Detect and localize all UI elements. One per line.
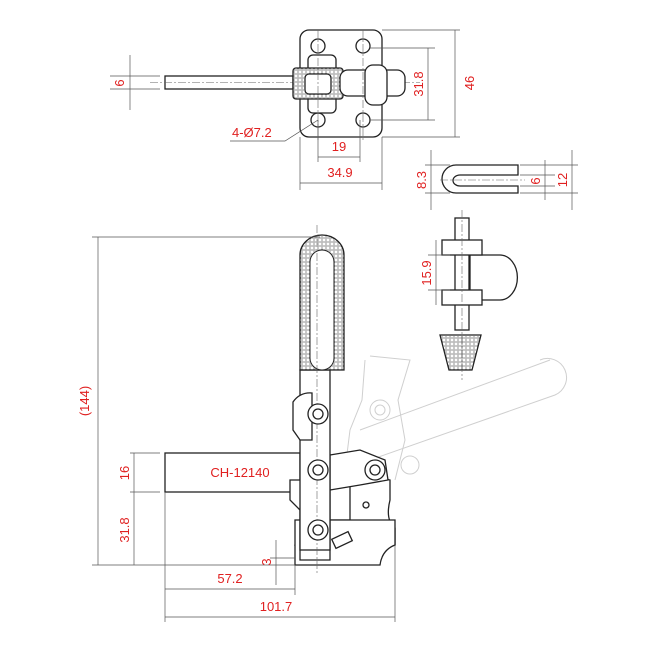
dim-slot-width: 6 — [528, 177, 543, 184]
dim-hole-spacing-v: 31.8 — [411, 71, 426, 96]
end-view: 8.3 6 12 — [414, 150, 578, 210]
dim-overall-length: 101.7 — [260, 599, 293, 614]
open-position-ghost — [344, 355, 568, 481]
spindle-view: 15.9 — [419, 210, 519, 380]
pivot-pin — [307, 459, 329, 481]
dim-base-to-bar: 31.8 — [117, 517, 132, 542]
dim-arm-width: 12 — [555, 173, 570, 187]
dim-bar-length: 57.2 — [217, 571, 242, 586]
dim-hole-spacing-h: 19 — [332, 139, 346, 154]
model-label: CH-12140 — [210, 465, 269, 480]
dim-plate-width: 34.9 — [327, 165, 352, 180]
dim-plate-height: 46 — [462, 76, 477, 90]
dim-base-thickness: 3 — [259, 558, 274, 565]
dim-rod-dia: 6 — [112, 79, 127, 86]
spindle-holder — [469, 254, 519, 301]
mount-hole — [310, 38, 326, 54]
top-view: 6 46 31.8 4-Ø7.2 19 34.9 — [110, 29, 477, 190]
dim-bar-height: 16 — [117, 466, 132, 480]
dim-holder-length: 15.9 — [419, 260, 434, 285]
pivot-pin — [307, 403, 329, 425]
rubber-tip — [439, 334, 482, 371]
pivot-pin — [364, 459, 386, 481]
side-view: CH-12140 (144) 16 31.8 3 57.2 101.7 — [77, 225, 396, 622]
dim-slot-radius: 8.3 — [414, 171, 429, 189]
pivot-pin — [307, 519, 329, 541]
dim-holes: 4-Ø7.2 — [232, 125, 272, 140]
mount-hole — [355, 38, 371, 54]
dim-overall-height: (144) — [77, 386, 92, 416]
